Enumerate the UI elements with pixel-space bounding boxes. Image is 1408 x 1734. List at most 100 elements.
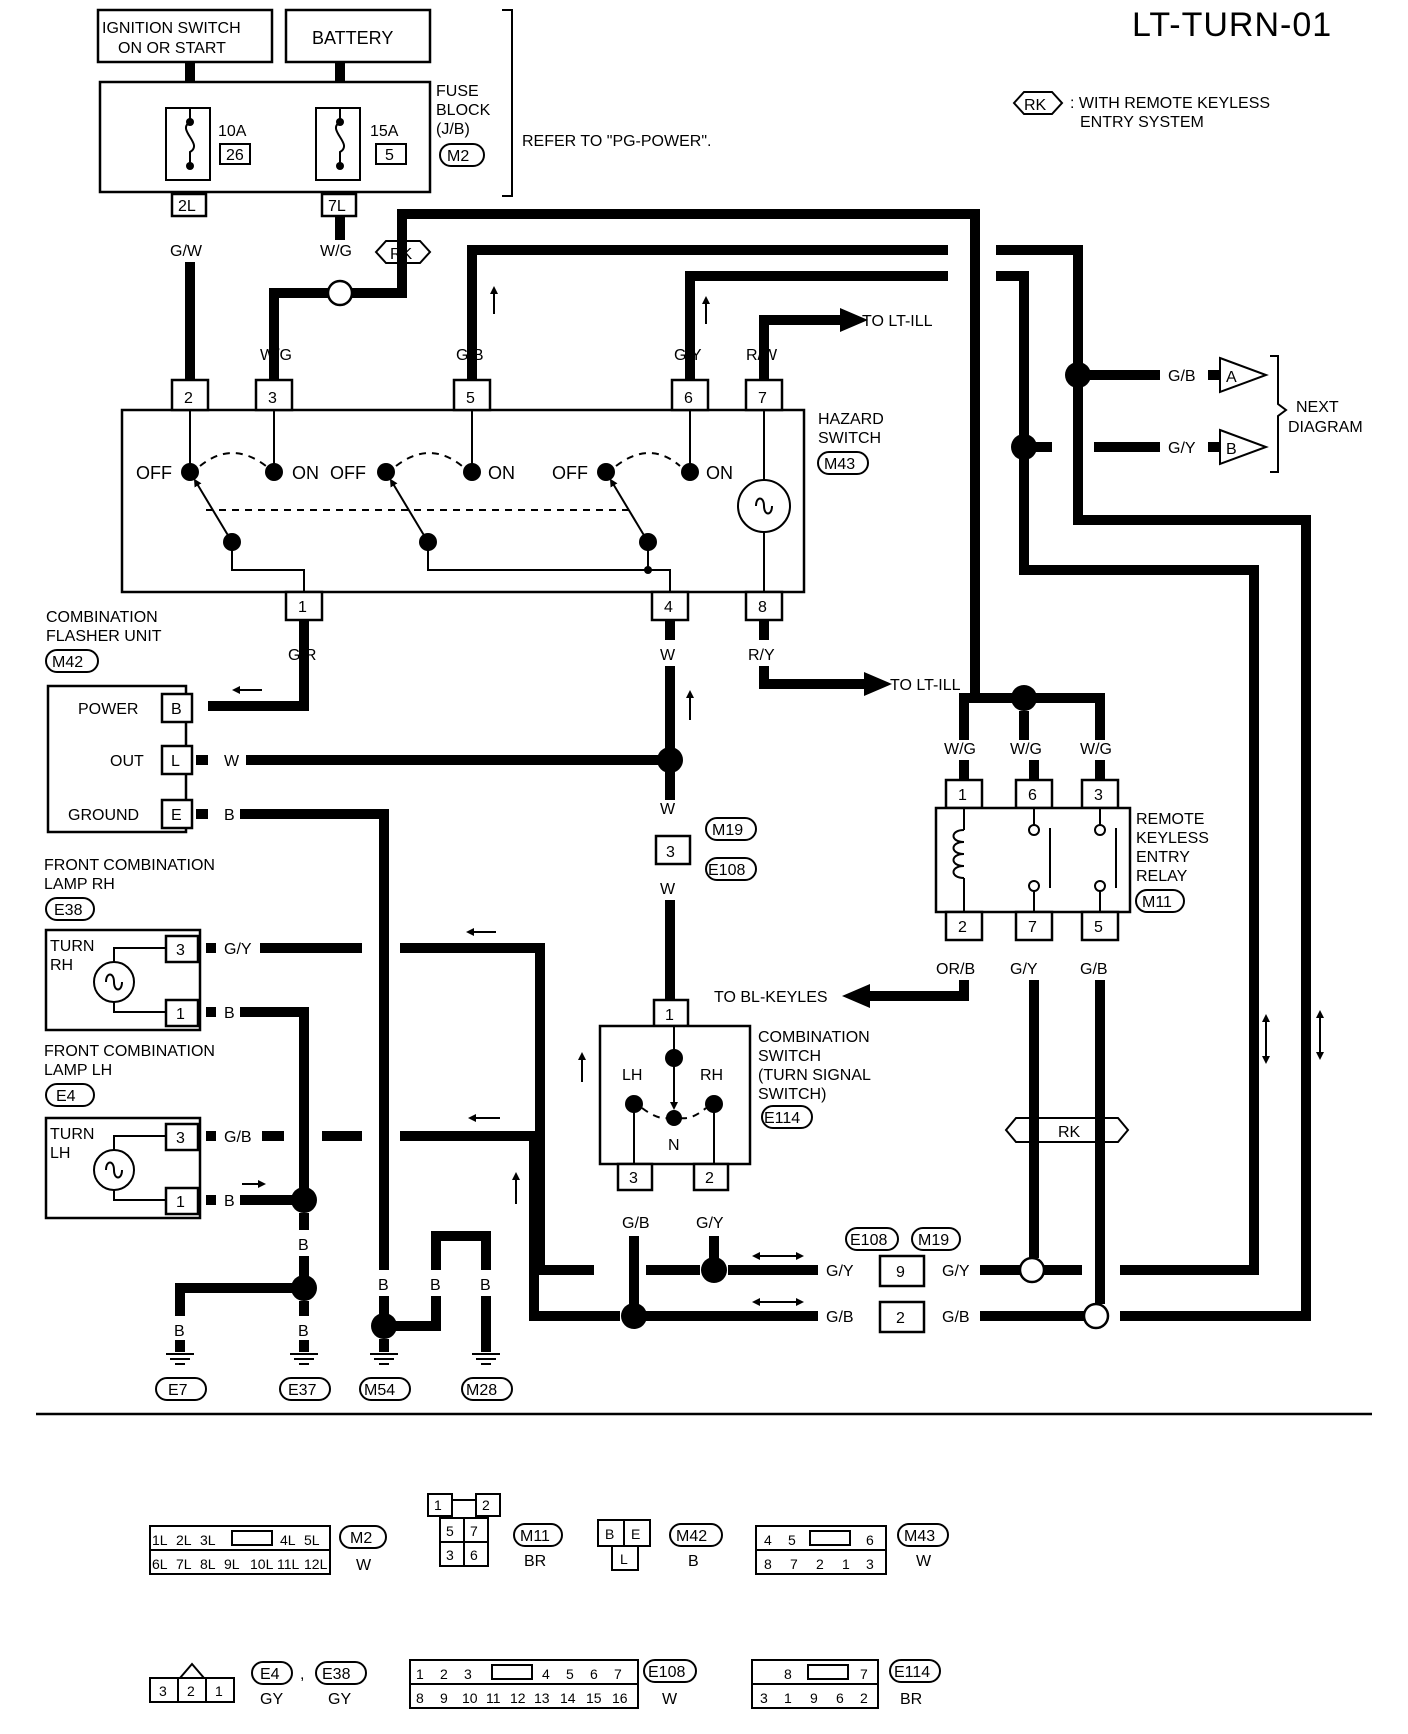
connector-m43: 4 5 6 8 7 2 1 3 M43 W — [755, 1523, 949, 1575]
wire-label: B — [298, 1323, 309, 1340]
svg-text:E4: E4 — [260, 1666, 280, 1683]
svg-text:5: 5 — [385, 147, 394, 164]
wire-label: G/B — [456, 347, 484, 364]
svg-text:1: 1 — [842, 1556, 850, 1572]
svg-text:6: 6 — [1028, 787, 1037, 804]
svg-text:6: 6 — [470, 1547, 478, 1563]
connector-e4-e38: 3 2 1 E4 , E38 GY GY — [149, 1661, 367, 1708]
svg-text:7: 7 — [470, 1523, 478, 1539]
svg-text:15: 15 — [586, 1690, 602, 1706]
svg-text:7: 7 — [1028, 919, 1037, 936]
svg-text:SWITCH: SWITCH — [818, 430, 881, 447]
svg-text:B: B — [171, 701, 182, 718]
svg-text:7: 7 — [614, 1666, 622, 1682]
svg-text:E38: E38 — [54, 902, 83, 919]
svg-text:GROUND: GROUND — [68, 807, 139, 824]
svg-text:1: 1 — [665, 1007, 674, 1024]
svg-text:BR: BR — [900, 1691, 922, 1708]
svg-text:M28: M28 — [466, 1382, 497, 1399]
svg-text:W/G: W/G — [1010, 741, 1042, 758]
svg-text:B: B — [688, 1553, 699, 1570]
svg-text:,: , — [300, 1666, 304, 1683]
svg-text:4L: 4L — [280, 1532, 296, 1548]
svg-text:ENTRY: ENTRY — [1136, 849, 1190, 866]
svg-text:G/B: G/B — [826, 1309, 854, 1326]
svg-text:SWITCH): SWITCH) — [758, 1086, 826, 1103]
svg-text:B: B — [1226, 441, 1237, 458]
svg-text:6: 6 — [684, 390, 693, 407]
svg-text:2: 2 — [705, 1170, 714, 1187]
svg-text:G/B: G/B — [1168, 368, 1196, 385]
wire-label: W/G — [260, 347, 292, 364]
svg-text:2L: 2L — [178, 198, 196, 215]
svg-text:ON OR START: ON OR START — [118, 40, 226, 57]
svg-text:6: 6 — [590, 1666, 598, 1682]
svg-text:3: 3 — [176, 942, 185, 959]
svg-text:7L: 7L — [176, 1556, 192, 1572]
wire-label: B — [224, 807, 235, 824]
hazard-switch-label: HAZARD SWITCH M43 — [817, 411, 884, 475]
connector-m2: 1L 2L 3L 4L 5L 6L 7L 8L 9L 10L 11L 12L M… — [149, 1525, 387, 1575]
svg-text:2: 2 — [896, 1310, 905, 1327]
svg-text:OUT: OUT — [110, 753, 144, 770]
svg-text:12L: 12L — [304, 1556, 328, 1572]
svg-text:REFER TO "PG-POWER".: REFER TO "PG-POWER". — [522, 133, 711, 150]
svg-text:RH: RH — [700, 1067, 723, 1084]
svg-text:W: W — [662, 1691, 678, 1708]
svg-text:RELAY: RELAY — [1136, 868, 1188, 885]
svg-text:9: 9 — [896, 1264, 905, 1281]
svg-text:M11: M11 — [1142, 894, 1172, 911]
svg-text:BATTERY: BATTERY — [312, 28, 393, 48]
svg-text:KEYLESS: KEYLESS — [1136, 830, 1209, 847]
svg-text:10A: 10A — [218, 123, 247, 140]
svg-text:5L: 5L — [304, 1532, 320, 1548]
svg-text:6L: 6L — [152, 1556, 168, 1572]
svg-text:4: 4 — [664, 599, 673, 616]
connector-m11: 1 2 5 7 3 6 M11 BR — [427, 1493, 563, 1570]
svg-text:11L: 11L — [277, 1556, 300, 1572]
remote-keyless-entry-relay: 1 6 3 2 7 5 — [934, 778, 1132, 942]
front-combination-lamp-rh: FRONT COMBINATION LAMP RH E38 TURN RH 3 … — [44, 857, 215, 1032]
svg-text:E108: E108 — [850, 1232, 887, 1249]
svg-text:G/Y: G/Y — [1010, 961, 1038, 978]
svg-text:M2: M2 — [447, 148, 469, 165]
svg-text:2: 2 — [816, 1556, 824, 1572]
wire-gw-label: G/W — [170, 243, 203, 260]
svg-text:3: 3 — [464, 1666, 472, 1682]
svg-text:M2: M2 — [350, 1530, 372, 1547]
next-diagram: G/B A G/Y B NEXT DIAGRAM — [1168, 355, 1363, 473]
svg-text:FLASHER UNIT: FLASHER UNIT — [46, 628, 162, 645]
svg-text:M54: M54 — [364, 1382, 395, 1399]
svg-text:2: 2 — [860, 1690, 868, 1706]
svg-text:8L: 8L — [200, 1556, 216, 1572]
wire-label: W — [660, 801, 676, 818]
svg-text:A: A — [1226, 369, 1237, 386]
svg-text:13: 13 — [534, 1690, 550, 1706]
connector-e108: 1 2 3 4 5 6 7 8 9 10 11 12 13 14 15 16 E… — [409, 1659, 697, 1709]
terminal-7l: 7L — [320, 192, 358, 218]
combination-switch-label: COMBINATION SWITCH (TURN SIGNAL SWITCH) … — [758, 1029, 871, 1129]
relay-label: REMOTE KEYLESS ENTRY RELAY M11 — [1135, 811, 1209, 913]
svg-text:7L: 7L — [328, 198, 346, 215]
svg-text:IGNITION SWITCH: IGNITION SWITCH — [102, 20, 241, 37]
svg-text:3: 3 — [176, 1130, 185, 1147]
combination-flasher-unit: COMBINATION FLASHER UNIT M42 POWER OUT G… — [45, 609, 194, 834]
svg-text:M43: M43 — [904, 1528, 935, 1545]
svg-text:ON: ON — [292, 463, 319, 483]
fuse-block: 10A 26 15A 5 — [98, 80, 432, 194]
connector-m42: B E L M42 B — [597, 1519, 723, 1571]
svg-text:(TURN SIGNAL: (TURN SIGNAL — [758, 1067, 871, 1084]
splice-open — [326, 279, 354, 307]
svg-text:G/Y: G/Y — [1168, 440, 1196, 457]
svg-text:N: N — [668, 1137, 680, 1154]
bottom-connector: G/Y G/B E108 M19 9 2 G/Y G/B — [826, 1227, 970, 1334]
legend-rk: RK : WITH REMOTE KEYLESS ENTRY SYSTEM — [1012, 91, 1270, 131]
svg-text:LAMP RH: LAMP RH — [44, 876, 115, 893]
svg-text:LH: LH — [622, 1067, 642, 1084]
svg-text:3: 3 — [866, 1556, 874, 1572]
to-lt-ill-top: TO LT-ILL — [862, 313, 933, 330]
wire-wg-label: W/G — [320, 243, 352, 260]
svg-text:15A: 15A — [370, 123, 399, 140]
svg-text:GY: GY — [260, 1691, 283, 1708]
svg-text:3: 3 — [1094, 787, 1103, 804]
